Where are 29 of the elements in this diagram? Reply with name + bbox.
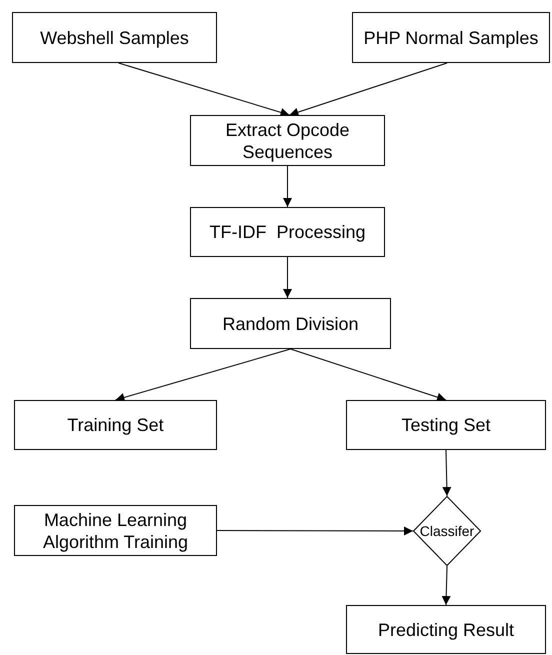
arrow xyxy=(290,348,446,402)
node-label: Predicting Result xyxy=(378,618,514,640)
node-label: Random Division xyxy=(222,312,359,334)
process-box xyxy=(14,505,217,556)
node-label: Training Set xyxy=(67,414,164,436)
process-box xyxy=(190,207,385,257)
arrow xyxy=(442,450,452,496)
arrow xyxy=(118,62,290,117)
node-label: Extract Opcode Sequences xyxy=(224,118,351,162)
process-box xyxy=(12,12,217,63)
process-box xyxy=(190,298,391,349)
node-label: Testing Set xyxy=(401,414,491,436)
node-label: Machine Learning Algorithm Training xyxy=(42,508,190,552)
arrow xyxy=(216,526,414,536)
arrow xyxy=(283,256,292,298)
arrow xyxy=(288,62,448,116)
process-box xyxy=(352,12,550,63)
process-box xyxy=(346,605,546,654)
process-box xyxy=(14,400,217,450)
node-label: PHP Normal Samples xyxy=(364,26,538,48)
decision-diamond xyxy=(413,496,481,566)
node-label: TF-IDF Processing xyxy=(209,221,366,243)
process-box xyxy=(190,115,385,166)
arrow xyxy=(442,566,451,606)
node-label: Classifer xyxy=(420,522,474,541)
arrow xyxy=(283,166,292,208)
arrow xyxy=(115,348,291,402)
process-box xyxy=(346,400,546,450)
node-label: Webshell Samples xyxy=(40,26,189,48)
